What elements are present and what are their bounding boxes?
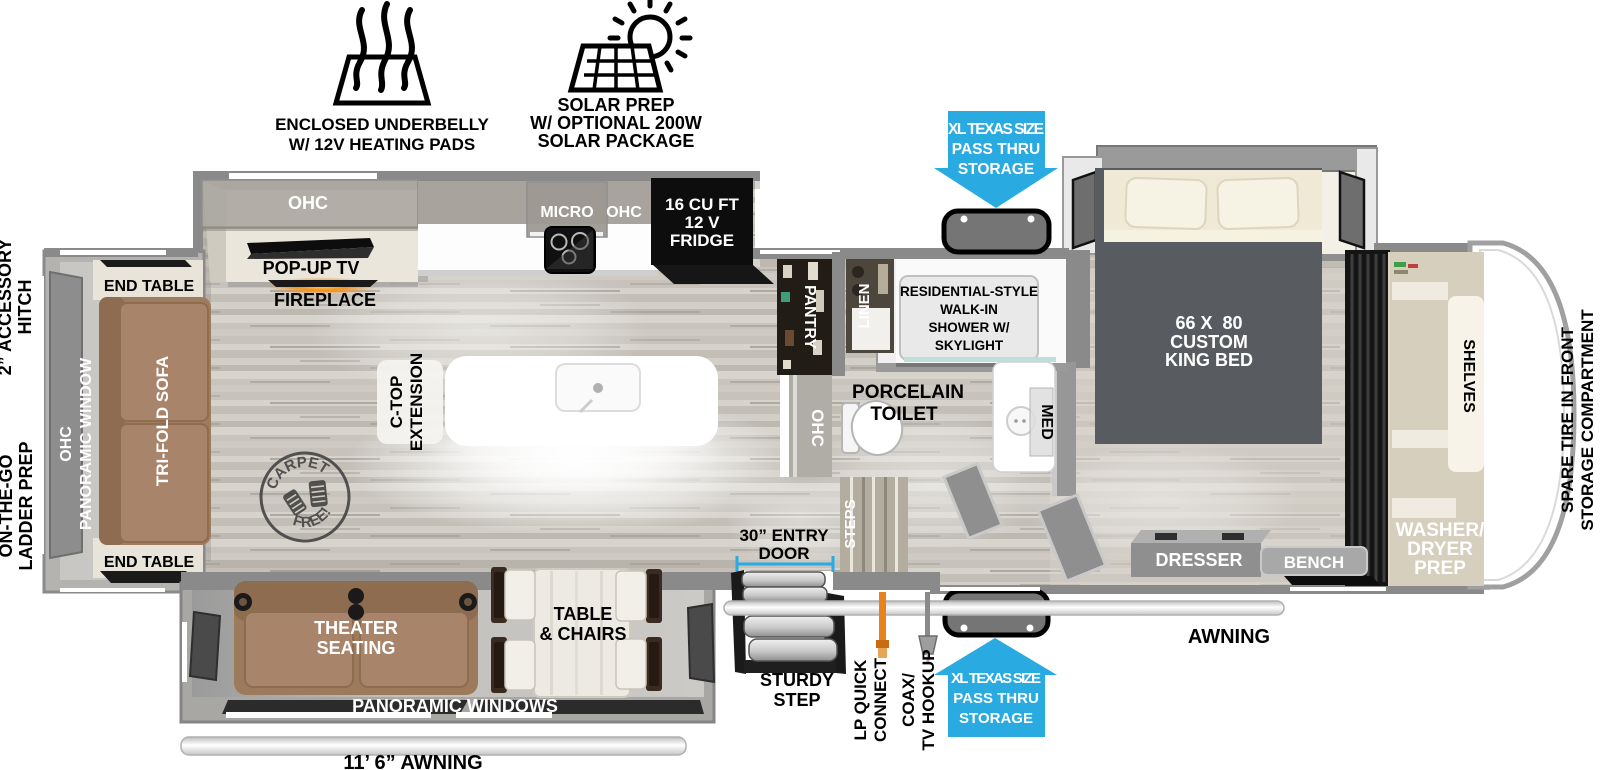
svg-text:12 V: 12 V: [685, 213, 721, 232]
svg-text:TABLE: TABLE: [554, 604, 613, 624]
svg-text:TRI-FOLD SOFA: TRI-FOLD SOFA: [153, 356, 172, 486]
svg-text:66 X 80: 66 X 80: [1175, 313, 1242, 333]
svg-text:SEATING: SEATING: [317, 638, 396, 658]
svg-text:ON-THE-GO: ON-THE-GO: [0, 455, 16, 558]
svg-text:MED: MED: [1038, 404, 1055, 440]
svg-text:MICRO: MICRO: [540, 204, 593, 221]
svg-text:TV HOOKUP: TV HOOKUP: [919, 649, 938, 750]
svg-text:SKYLIGHT: SKYLIGHT: [935, 338, 1004, 353]
svg-text:CONNECT: CONNECT: [871, 657, 890, 742]
svg-text:DOOR: DOOR: [759, 544, 810, 563]
svg-text:STORAGE: STORAGE: [958, 161, 1034, 178]
svg-text:STURDY: STURDY: [760, 670, 834, 690]
svg-text:STEP: STEP: [773, 690, 820, 710]
svg-text:KING BED: KING BED: [1165, 350, 1253, 370]
svg-text:PASS THRU: PASS THRU: [952, 141, 1040, 158]
svg-text:WASHER/: WASHER/: [1396, 520, 1485, 541]
svg-text:DRYER: DRYER: [1407, 539, 1473, 560]
svg-text:SPARE TIRE IN FRONT: SPARE TIRE IN FRONT: [1558, 327, 1577, 513]
svg-text:OHC: OHC: [808, 409, 827, 447]
svg-text:COAX/: COAX/: [899, 673, 918, 727]
svg-text:PREP: PREP: [1414, 558, 1466, 579]
svg-text:CUSTOM: CUSTOM: [1170, 332, 1248, 352]
svg-text:DRESSER: DRESSER: [1155, 550, 1242, 570]
svg-text:FIREPLACE: FIREPLACE: [274, 290, 376, 310]
svg-text:BENCH: BENCH: [1284, 553, 1344, 572]
svg-text:EXTENSION: EXTENSION: [407, 353, 426, 451]
svg-text:STORAGE: STORAGE: [959, 710, 1033, 727]
svg-text:RESIDENTIAL-STYLE: RESIDENTIAL-STYLE: [900, 284, 1038, 299]
svg-text:WALK-IN: WALK-IN: [940, 302, 998, 317]
svg-text:TOILET: TOILET: [870, 404, 938, 425]
svg-text:END TABLE: END TABLE: [104, 554, 195, 571]
svg-text:16 CU FT: 16 CU FT: [665, 195, 739, 214]
svg-text:OHC: OHC: [58, 426, 75, 462]
svg-text:XL TEXAS SIZE: XL TEXAS SIZE: [948, 121, 1044, 138]
svg-text:XL TEXAS SIZE: XL TEXAS SIZE: [951, 670, 1041, 687]
svg-text:ENCLOSED UNDERBELLY: ENCLOSED UNDERBELLY: [275, 115, 489, 134]
svg-text:FRIDGE: FRIDGE: [670, 231, 734, 250]
svg-text:HITCH: HITCH: [15, 280, 35, 335]
svg-text:SHOWER W/: SHOWER W/: [929, 320, 1010, 335]
svg-text:OHC: OHC: [606, 204, 642, 221]
svg-text:LINEN: LINEN: [856, 284, 873, 329]
svg-text:SOLAR PREP: SOLAR PREP: [557, 95, 674, 115]
svg-text:PANORAMIC WINDOWS: PANORAMIC WINDOWS: [352, 696, 558, 716]
svg-text:30” ENTRY: 30” ENTRY: [739, 526, 829, 545]
svg-text:PASS THRU: PASS THRU: [953, 690, 1039, 707]
svg-text:STORAGE COMPARTMENT: STORAGE COMPARTMENT: [1578, 309, 1597, 531]
svg-text:STEPS: STEPS: [842, 499, 859, 548]
svg-text:W/ 12V HEATING PADS: W/ 12V HEATING PADS: [289, 135, 475, 154]
svg-text:OHC: OHC: [288, 193, 328, 213]
svg-text:PANTRY: PANTRY: [801, 285, 818, 349]
svg-text:PORCELAIN: PORCELAIN: [852, 382, 964, 403]
svg-text:2” ACCESSORY: 2” ACCESSORY: [0, 239, 15, 376]
svg-text:THEATER: THEATER: [314, 618, 398, 638]
svg-text:C-TOP: C-TOP: [387, 376, 406, 429]
svg-text:SHELVES: SHELVES: [1460, 339, 1477, 413]
svg-text:PANORAMIC WINDOW: PANORAMIC WINDOW: [78, 357, 95, 530]
svg-text:END TABLE: END TABLE: [104, 278, 195, 295]
svg-text:W/ OPTIONAL 200W: W/ OPTIONAL 200W: [530, 113, 702, 133]
svg-text:AWNING: AWNING: [1188, 626, 1270, 648]
svg-text:SOLAR PACKAGE: SOLAR PACKAGE: [538, 131, 695, 151]
svg-text:POP-UP TV: POP-UP TV: [263, 258, 360, 278]
svg-text:LADDER PREP: LADDER PREP: [16, 441, 36, 570]
svg-text:& CHAIRS: & CHAIRS: [539, 624, 626, 644]
svg-text:LP QUICK: LP QUICK: [851, 659, 870, 741]
svg-text:11’ 6” AWNING: 11’ 6” AWNING: [343, 752, 482, 770]
